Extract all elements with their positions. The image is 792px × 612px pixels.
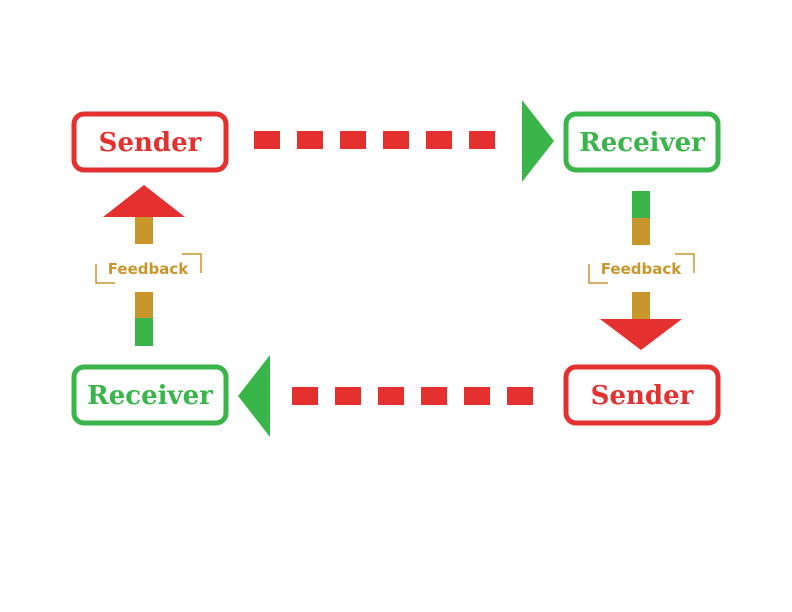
dash-segment	[378, 387, 404, 405]
arrowhead-up-icon	[103, 185, 185, 217]
arrow-top-sender-to-receiver	[254, 100, 554, 182]
feedback-label-right: Feedback	[601, 260, 682, 278]
feedback-shaft	[632, 218, 650, 245]
sender-box-bottom-right: Sender	[563, 364, 721, 426]
feedback-shaft	[632, 292, 650, 319]
feedback-arrow-left: Feedback	[95, 185, 202, 346]
receiver-box-border	[71, 364, 229, 426]
sender-label-bottom-right: Sender	[591, 381, 694, 411]
dash-segment	[340, 131, 366, 149]
dash-segment	[383, 131, 409, 149]
receiver-box-top-right: Receiver	[563, 111, 721, 173]
arrow-bottom-sender-to-receiver	[238, 355, 533, 437]
dash-segment	[426, 131, 452, 149]
dash-segment	[335, 387, 361, 405]
sender-label-top-left: Sender	[99, 128, 202, 158]
dash-segment	[421, 387, 447, 405]
arrowhead-left-icon	[238, 355, 270, 437]
dash-segment	[292, 387, 318, 405]
sender-box-top-left: Sender	[71, 111, 229, 173]
bracket-corner	[182, 253, 202, 273]
feedback-shaft-base	[135, 318, 153, 346]
dash-segment	[297, 131, 323, 149]
feedback-shaft	[135, 217, 153, 244]
arrowhead-down-icon	[600, 319, 682, 350]
sender-box-border	[71, 111, 229, 173]
bracket-corner	[588, 264, 608, 284]
bracket-corner	[675, 253, 695, 273]
receiver-label-bottom-left: Receiver	[87, 381, 213, 411]
dash-segment	[507, 387, 533, 405]
sender-box-border	[563, 364, 721, 426]
arrowhead-right-icon	[522, 100, 554, 182]
dash-segment	[464, 387, 490, 405]
receiver-box-bottom-left: Receiver	[71, 364, 229, 426]
feedback-shaft	[135, 292, 153, 318]
feedback-label-left: Feedback	[108, 260, 189, 278]
bracket-corner	[95, 264, 115, 284]
receiver-label-top-right: Receiver	[579, 128, 705, 158]
dash-segment	[469, 131, 495, 149]
feedback-arrow-right: Feedback	[588, 191, 695, 350]
receiver-box-border	[563, 111, 721, 173]
feedback-shaft-base	[632, 191, 650, 218]
dash-segment	[254, 131, 280, 149]
